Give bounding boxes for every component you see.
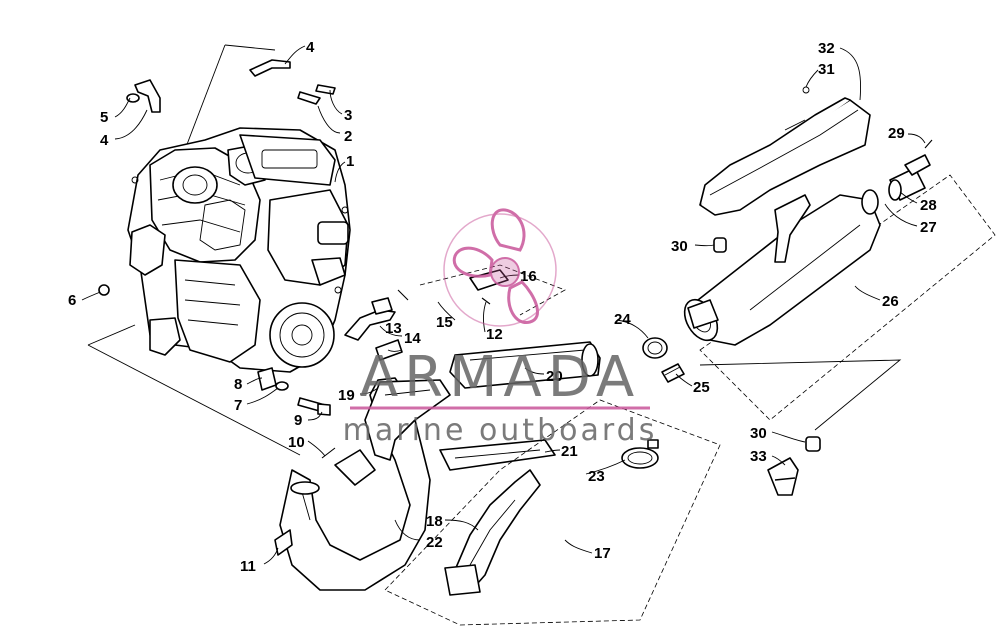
callout-25: 25 [693,379,710,396]
callout-28: 28 [920,197,937,214]
callout-12: 12 [486,326,503,343]
callout-30b: 30 [750,425,767,442]
callout-16: 16 [520,268,537,285]
callout-31: 31 [818,61,835,78]
callout-9: 9 [294,412,302,429]
callout-24: 24 [614,311,631,328]
callout-7: 7 [234,397,242,414]
callout-13: 13 [385,320,402,337]
callout-3: 3 [344,107,352,124]
callout-27: 27 [920,219,937,236]
muffler-assembly [683,139,996,421]
callout-5: 5 [100,109,108,126]
y-pipe [384,399,721,626]
propeller-blade-right [507,280,539,324]
callout-14: 14 [404,330,421,347]
callout-32: 32 [818,40,835,57]
callout-21: 21 [561,443,578,460]
callout-22: 22 [426,534,443,551]
callout-33: 33 [750,448,767,465]
mount-hardware [257,367,336,459]
bracket-hardware [98,59,336,296]
muffler-mount-hardware [699,359,902,496]
exhaust-header [274,377,451,591]
callout-4b: 4 [100,132,109,149]
callout-10: 10 [288,434,305,451]
callout-11: 11 [240,558,256,575]
callout-30a: 30 [671,238,688,255]
propeller-hub [490,257,520,287]
propeller-blade-left [452,246,494,278]
callout-29: 29 [888,125,905,142]
leader-lines [81,45,926,565]
propeller-ring [443,213,557,327]
heat-shield [699,86,871,216]
callout-6: 6 [68,292,76,309]
propeller-logo [443,208,557,327]
callout-labels: 1 2 3 4 4 5 6 7 8 9 10 11 12 13 14 15 16… [68,39,937,575]
callout-23: 23 [588,468,605,485]
watermark-brand: ARMADA [360,345,640,410]
engine-assembly [87,44,351,456]
callout-8: 8 [234,376,242,393]
callout-15: 15 [436,314,453,331]
callout-2: 2 [344,128,352,145]
callout-4a: 4 [306,39,315,56]
watermark-tagline: marine outboards [343,413,658,448]
callout-18: 18 [426,513,443,530]
callout-20: 20 [546,368,563,385]
mid-pipe [439,341,601,471]
clamp-hardware [621,337,685,469]
watermark: ARMADA marine outboards [343,208,658,448]
callout-19: 19 [338,387,355,404]
callout-17: 17 [594,545,611,562]
propeller-blade-top [490,208,526,252]
callout-26: 26 [882,293,899,310]
callout-1: 1 [346,153,354,170]
